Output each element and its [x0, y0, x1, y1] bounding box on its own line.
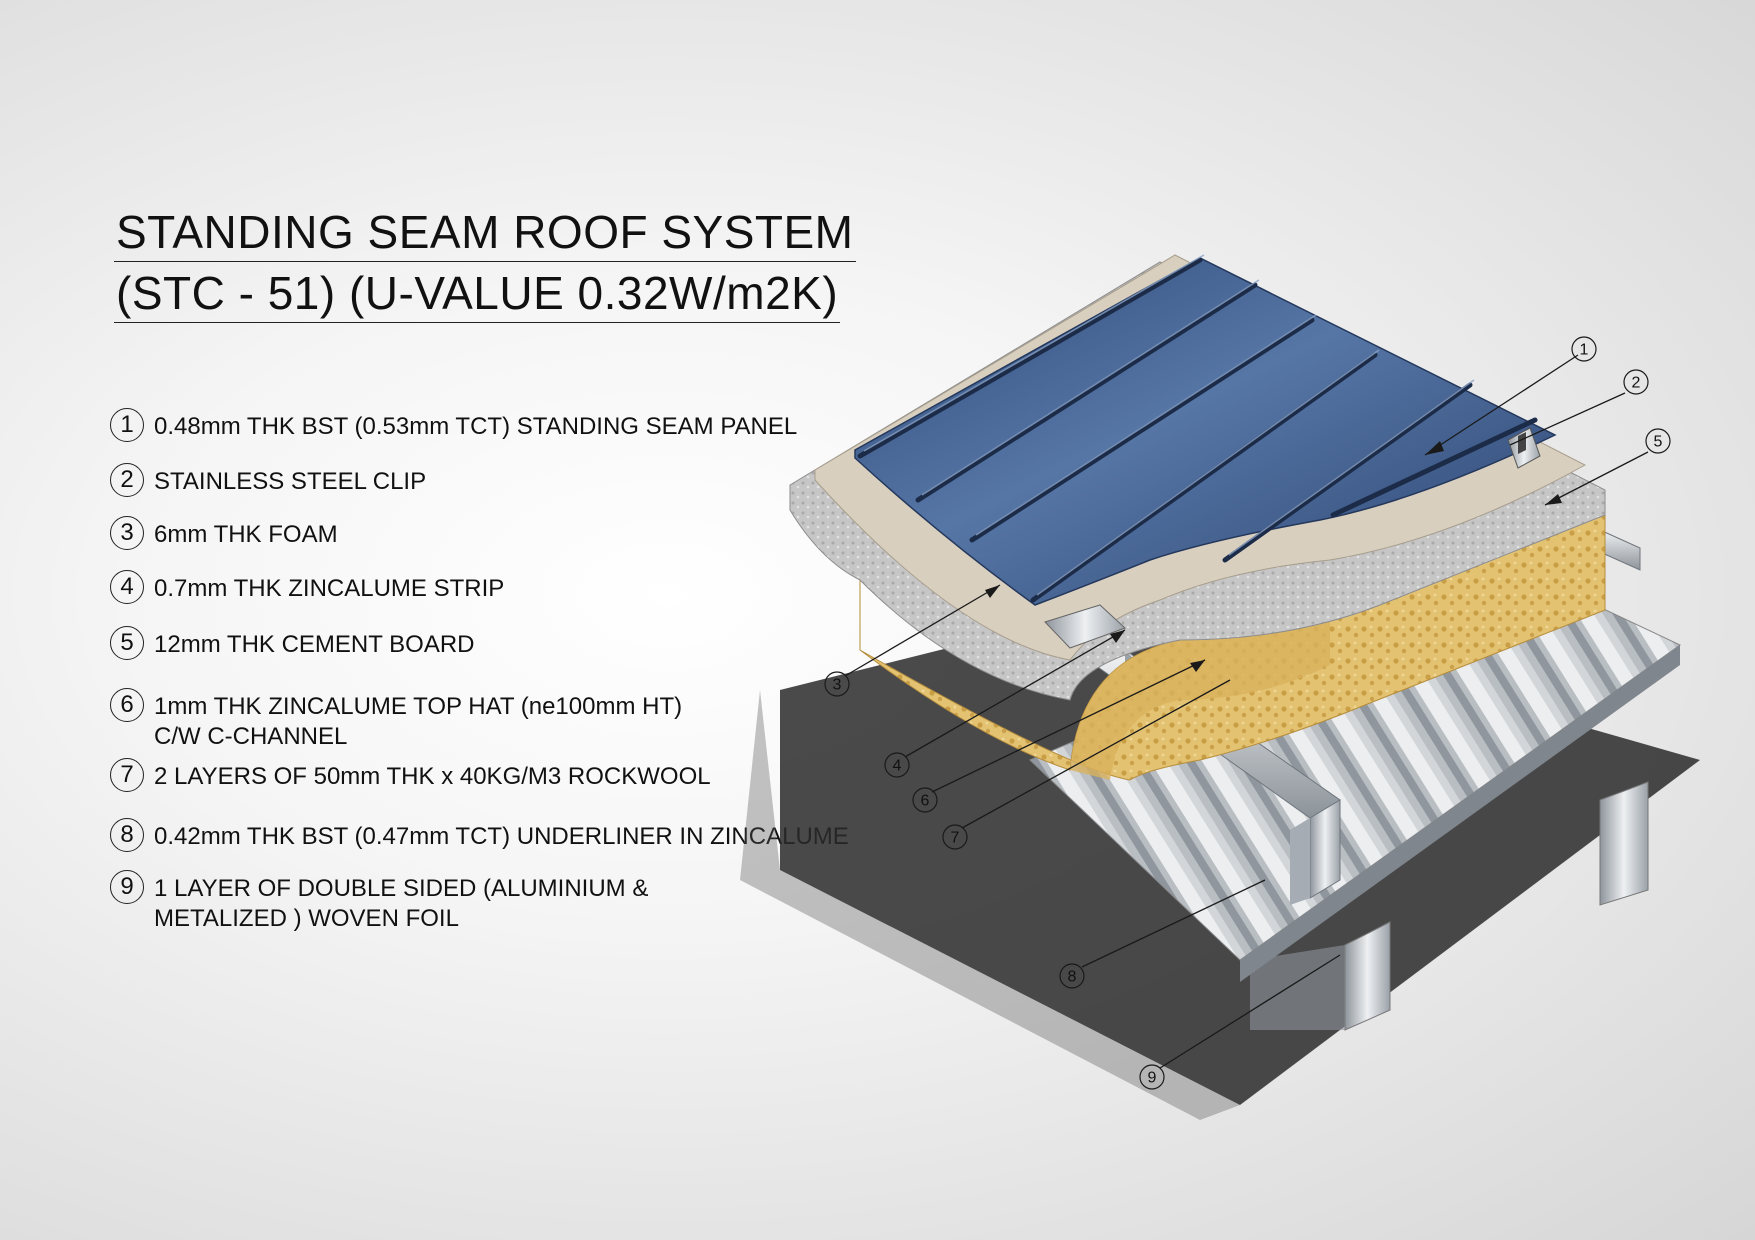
diagram-title: STANDING SEAM ROOF SYSTEM (STC - 51) (U-…	[114, 205, 856, 323]
callout-label-2: 2	[1632, 375, 1641, 392]
legend-text-9-line-2: METALIZED ) WOVEN FOIL	[154, 905, 459, 932]
legend-text-6-line-2: C/W C-CHANNEL	[154, 723, 348, 750]
legend-number-9: 9	[110, 870, 144, 904]
legend-text-8: 0.42mm THK BST (0.47mm TCT) UNDERLINER I…	[154, 823, 849, 850]
underliner-edge	[1240, 645, 1680, 982]
legend-number-7: 7	[110, 758, 144, 792]
legend-number-2: 2	[110, 463, 144, 497]
legend-number-5: 5	[110, 626, 144, 660]
title-line-1: STANDING SEAM ROOF SYSTEM	[114, 205, 856, 262]
callout-label-8: 8	[1068, 969, 1077, 986]
callout-label-4: 4	[893, 758, 902, 775]
callout-circle-9	[1139, 1064, 1165, 1090]
legend-text-1: 0.48mm THK BST (0.53mm TCT) STANDING SEA…	[154, 413, 798, 440]
legend-text-5: 12mm THK CEMENT BOARD	[154, 631, 475, 658]
callout-label-5: 5	[1654, 434, 1663, 451]
legend-text-3: 6mm THK FOAM	[154, 521, 338, 548]
callout-label-3: 3	[833, 677, 842, 694]
callout-circle-4	[884, 752, 910, 778]
panel-seams	[857, 257, 1538, 603]
zincalume-strip	[1044, 604, 1126, 649]
legend-number-1: 1	[110, 408, 144, 442]
legend-number-3: 3	[110, 516, 144, 550]
stainless-steel-clip	[1507, 427, 1541, 469]
standing-seam-panel	[854, 257, 1557, 606]
callout-label-6: 6	[921, 793, 930, 810]
leader-arrowheads	[985, 441, 1562, 672]
callout-circle-6	[912, 787, 938, 813]
title-line-2: (STC - 51) (U-VALUE 0.32W/m2K)	[114, 266, 841, 323]
legend-number-8: 8	[110, 818, 144, 852]
callout-circle-5	[1645, 428, 1671, 454]
ground-shadow-soft	[740, 690, 1240, 1120]
legend-number-4: 4	[110, 570, 144, 604]
legend-text-7: 2 LAYERS OF 50mm THK x 40KG/M3 ROCKWOOL	[154, 763, 711, 790]
rockwool-cut-face	[1070, 610, 1330, 780]
legend-text-4: 0.7mm THK ZINCALUME STRIP	[154, 575, 505, 602]
legend-text-9: 1 LAYER OF DOUBLE SIDED (ALUMINIUM & MET…	[154, 874, 648, 934]
callout-circle-8	[1059, 963, 1085, 989]
callout-circle-7	[942, 824, 968, 850]
callout-circle-3	[824, 671, 850, 697]
callout-label-7: 7	[951, 830, 960, 847]
callout-circle-2	[1623, 369, 1649, 395]
legend-text-6-line-1: 1mm THK ZINCALUME TOP HAT (ne100mm HT)	[154, 693, 683, 720]
legend-text-6: 1mm THK ZINCALUME TOP HAT (ne100mm HT) C…	[154, 692, 682, 752]
callout-label-9: 9	[1148, 1070, 1157, 1087]
legend-text-9-line-1: 1 LAYER OF DOUBLE SIDED (ALUMINIUM &	[154, 875, 649, 902]
legend-number-6: 6	[110, 688, 144, 722]
legend-text-2: STAINLESS STEEL CLIP	[154, 468, 427, 495]
leader-lines	[844, 354, 1649, 1069]
callout-circle-1	[1571, 336, 1597, 362]
seam-highlights	[863, 254, 1475, 596]
callout-label-1: 1	[1580, 342, 1589, 359]
